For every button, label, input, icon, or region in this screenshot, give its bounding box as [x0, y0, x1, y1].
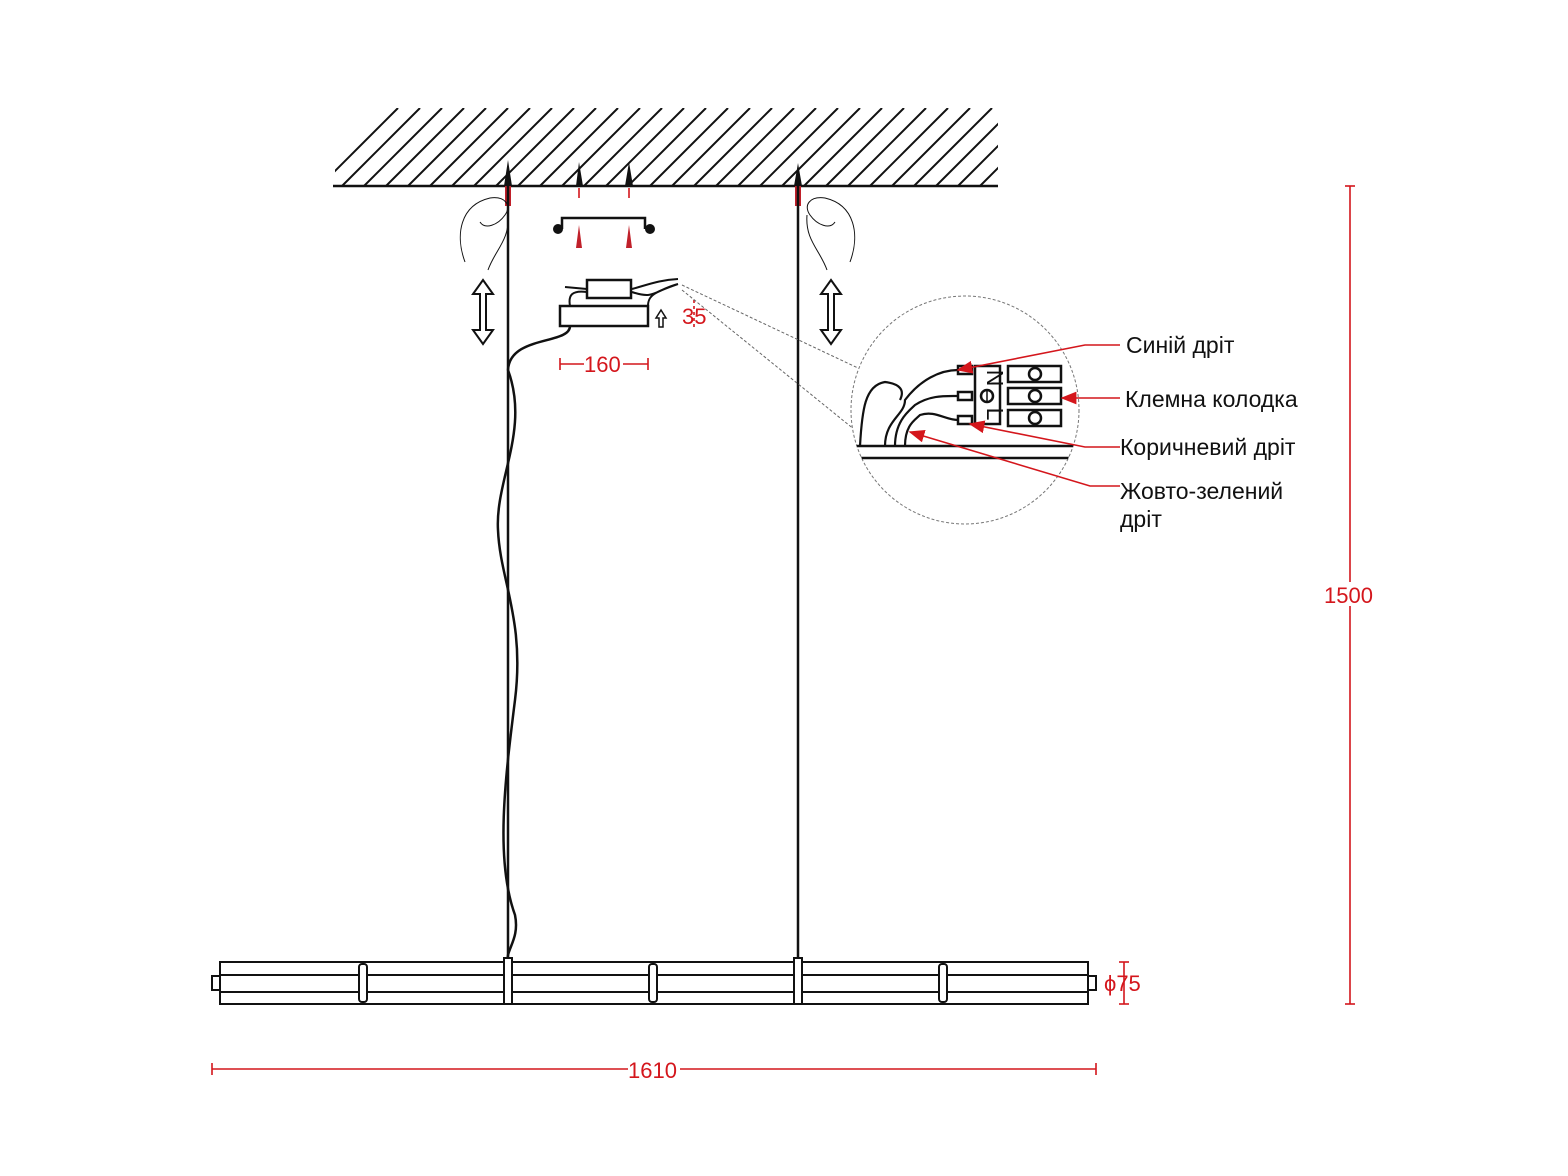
hatch-line — [1046, 108, 1124, 186]
dim-tube-diameter: ϕ75 — [1104, 961, 1141, 1005]
hand-icons — [459, 197, 856, 271]
led-driver — [558, 278, 679, 328]
hatch-line — [803, 108, 883, 186]
hatch-line — [913, 108, 993, 186]
terminal-mark-n: N — [982, 370, 1008, 387]
dimension-label: ϕ75 — [1104, 971, 1141, 996]
mounting-bracket — [553, 216, 655, 248]
hatch-line — [1024, 108, 1102, 186]
suspension-cables — [496, 186, 800, 963]
hatch-line — [1068, 108, 1146, 186]
callout-yellow-green-wire: Жовто-зелений — [1120, 478, 1283, 504]
hatch-line — [935, 122, 998, 186]
hatch-line — [561, 108, 641, 186]
hatch-line — [517, 108, 597, 186]
dimension-label: 1610 — [628, 1058, 677, 1083]
dimension-label: 35 — [682, 304, 706, 329]
hatch-line — [363, 108, 443, 186]
hatch-line — [451, 108, 531, 186]
hatch-line — [649, 108, 729, 186]
adjust-arrows — [471, 278, 843, 346]
hatch-line — [627, 108, 707, 186]
hatch-line — [693, 108, 773, 186]
hatch-line — [781, 108, 861, 186]
hatch-line — [385, 108, 465, 186]
hatch-line — [715, 108, 795, 186]
lamp-tube — [211, 957, 1097, 1005]
hatch-line — [957, 144, 998, 186]
callout-terminal-block: Клемна колодка — [1125, 386, 1298, 412]
dim-total-height: 1500 — [1324, 185, 1376, 1005]
hatch-line — [335, 108, 399, 173]
ceiling — [333, 108, 1146, 188]
hatch-line — [1002, 108, 1080, 186]
callout-lines — [908, 344, 1120, 487]
wiring-detail: N L — [850, 295, 1080, 525]
hatch-line — [671, 108, 751, 186]
hatch-line — [825, 108, 905, 186]
hatch-line — [979, 166, 998, 186]
terminal-mark-l: L — [982, 408, 1008, 421]
hatch-line — [473, 108, 553, 186]
dim-driver-height: 35 — [682, 300, 706, 330]
dim-driver-width: 160 — [559, 352, 649, 377]
callout-brown-wire: Коричневий дріт — [1120, 434, 1296, 460]
hatch-line — [737, 108, 817, 186]
hatch-line — [341, 108, 421, 186]
hatch-line — [407, 108, 487, 186]
hatch-line — [583, 108, 663, 186]
dim-total-length: 1610 — [211, 1056, 1097, 1083]
hatch-line — [605, 108, 685, 186]
dimension-label: 160 — [584, 352, 621, 377]
callout-yellow-green-wire-2: дріт — [1120, 506, 1162, 532]
hatch-line — [891, 108, 971, 186]
callout-blue-wire: Синій дріт — [1126, 332, 1235, 358]
hatch-line — [847, 108, 927, 186]
hatch-line — [759, 108, 839, 186]
hatch-line — [869, 108, 949, 186]
hatch-line — [429, 108, 509, 186]
dimension-label: 1500 — [1324, 583, 1373, 608]
detail-leader-lines — [681, 284, 859, 431]
hatch-line — [539, 108, 619, 186]
